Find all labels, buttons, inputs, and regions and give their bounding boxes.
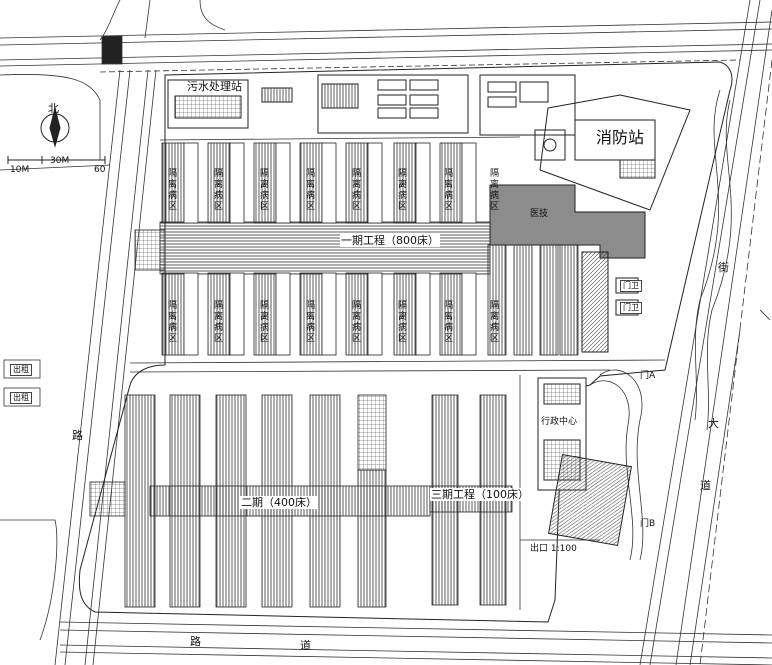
phase1-ward-north-mid-3: [321, 142, 337, 224]
road-right-label: 大: [708, 417, 719, 430]
ward-unit-label-north-3: 隔离病区: [304, 168, 314, 212]
ward-unit-label-south-7: 隔离病区: [488, 300, 498, 344]
ward-unit-label-north-2: 隔离病区: [258, 168, 268, 212]
phase1-ward-north-mid-0: [183, 142, 199, 224]
ward-unit-label-north-6: 隔离病区: [442, 168, 452, 212]
sewage-plant-label: 污水处理站: [187, 80, 242, 93]
phase1-ward-north-mid-1: [229, 142, 245, 224]
road-left-label: 路: [72, 429, 83, 442]
right-road: [589, 0, 772, 665]
phase2-stair: [357, 394, 387, 471]
sewage-plant: [167, 79, 249, 129]
ward-unit-label-south-0: 隔离病区: [166, 300, 176, 344]
phase2-west-stair: [89, 481, 126, 517]
fire-station-label: 消防站: [596, 128, 645, 147]
road-bottom-label-1: 路: [190, 635, 201, 648]
phase1-ward-south-mid-0: [183, 272, 199, 356]
side-left-tag-1: 出租: [10, 364, 32, 376]
guard-house-2: 门卫: [620, 302, 642, 314]
medical-tech-building: [489, 184, 646, 353]
ward-unit-label-south-2: 隔离病区: [258, 300, 268, 344]
road-right-label-3: 街: [718, 261, 729, 274]
ward-unit-label-south-6: 隔离病区: [442, 300, 452, 344]
admin-center-building: [537, 377, 632, 547]
north-label: 北: [48, 102, 59, 115]
phase1-ward-south-mid-1: [229, 272, 245, 356]
gate-b-label: 门B: [640, 519, 656, 529]
ward-unit-label-south-3: 隔离病区: [304, 300, 314, 344]
ward-unit-label-north-5: 隔离病区: [396, 168, 406, 212]
north-arrow: [7, 107, 106, 164]
admin-center-label: 行政中心: [541, 417, 578, 427]
road-bottom-label-2: 道: [300, 639, 311, 652]
top-road: [0, 0, 772, 73]
bottom-road: [59, 621, 772, 665]
medical-tech-label: 医技: [530, 209, 549, 219]
phase1-ward-north-mid-6: [461, 142, 477, 224]
scale-60m-label: 60: [94, 165, 106, 175]
phase1-corridor: [159, 221, 491, 275]
ward-unit-label-north-0: 隔离病区: [166, 168, 176, 212]
phase1-ward-east-1: [513, 244, 533, 356]
top-small-facilities: [261, 74, 576, 136]
phase1-ward-north-mid-5: [415, 142, 431, 224]
phase1-ward-east-2: [539, 244, 559, 356]
scale-30m-label: 30M: [50, 156, 70, 166]
phase1-ward-south-mid-2: [275, 272, 291, 356]
ward-unit-label-north-4: 隔离病区: [350, 168, 360, 212]
phase1-ward-south-mid-4: [367, 272, 383, 356]
gate-a-label: 门A: [640, 371, 656, 381]
road-right-label-2: 道: [700, 479, 711, 492]
phase1-label: 一期工程（800床）: [340, 234, 440, 247]
side-left-tag-2: 出租: [10, 392, 32, 404]
ward-unit-label-south-1: 隔离病区: [212, 300, 222, 344]
phase1-ward-south-mid-6: [461, 272, 477, 356]
ward-unit-label-north-7: 隔离病区: [488, 168, 498, 212]
scale-10m-label: 10M: [10, 165, 30, 175]
ward-unit-label-north-1: 隔离病区: [212, 168, 222, 212]
phase1-ward-east-3: [559, 244, 579, 356]
ward-unit-label-south-4: 隔离病区: [350, 300, 360, 344]
guard-house-1: 门卫: [620, 280, 642, 292]
phase1-ward-north-mid-4: [367, 142, 383, 224]
ward-unit-label-south-5: 隔离病区: [396, 300, 406, 344]
phase3-label: 三期工程（100床）: [430, 488, 530, 501]
bottom-entrance-label: 出口 1:100: [530, 544, 577, 554]
fire-station: [534, 94, 691, 211]
phase1-ward-north-mid-2: [275, 142, 291, 224]
phase1-ward-south-mid-5: [415, 272, 431, 356]
phase1-ward-south-mid-3: [321, 272, 337, 356]
phase2-label: 二期（400床）: [240, 496, 318, 509]
